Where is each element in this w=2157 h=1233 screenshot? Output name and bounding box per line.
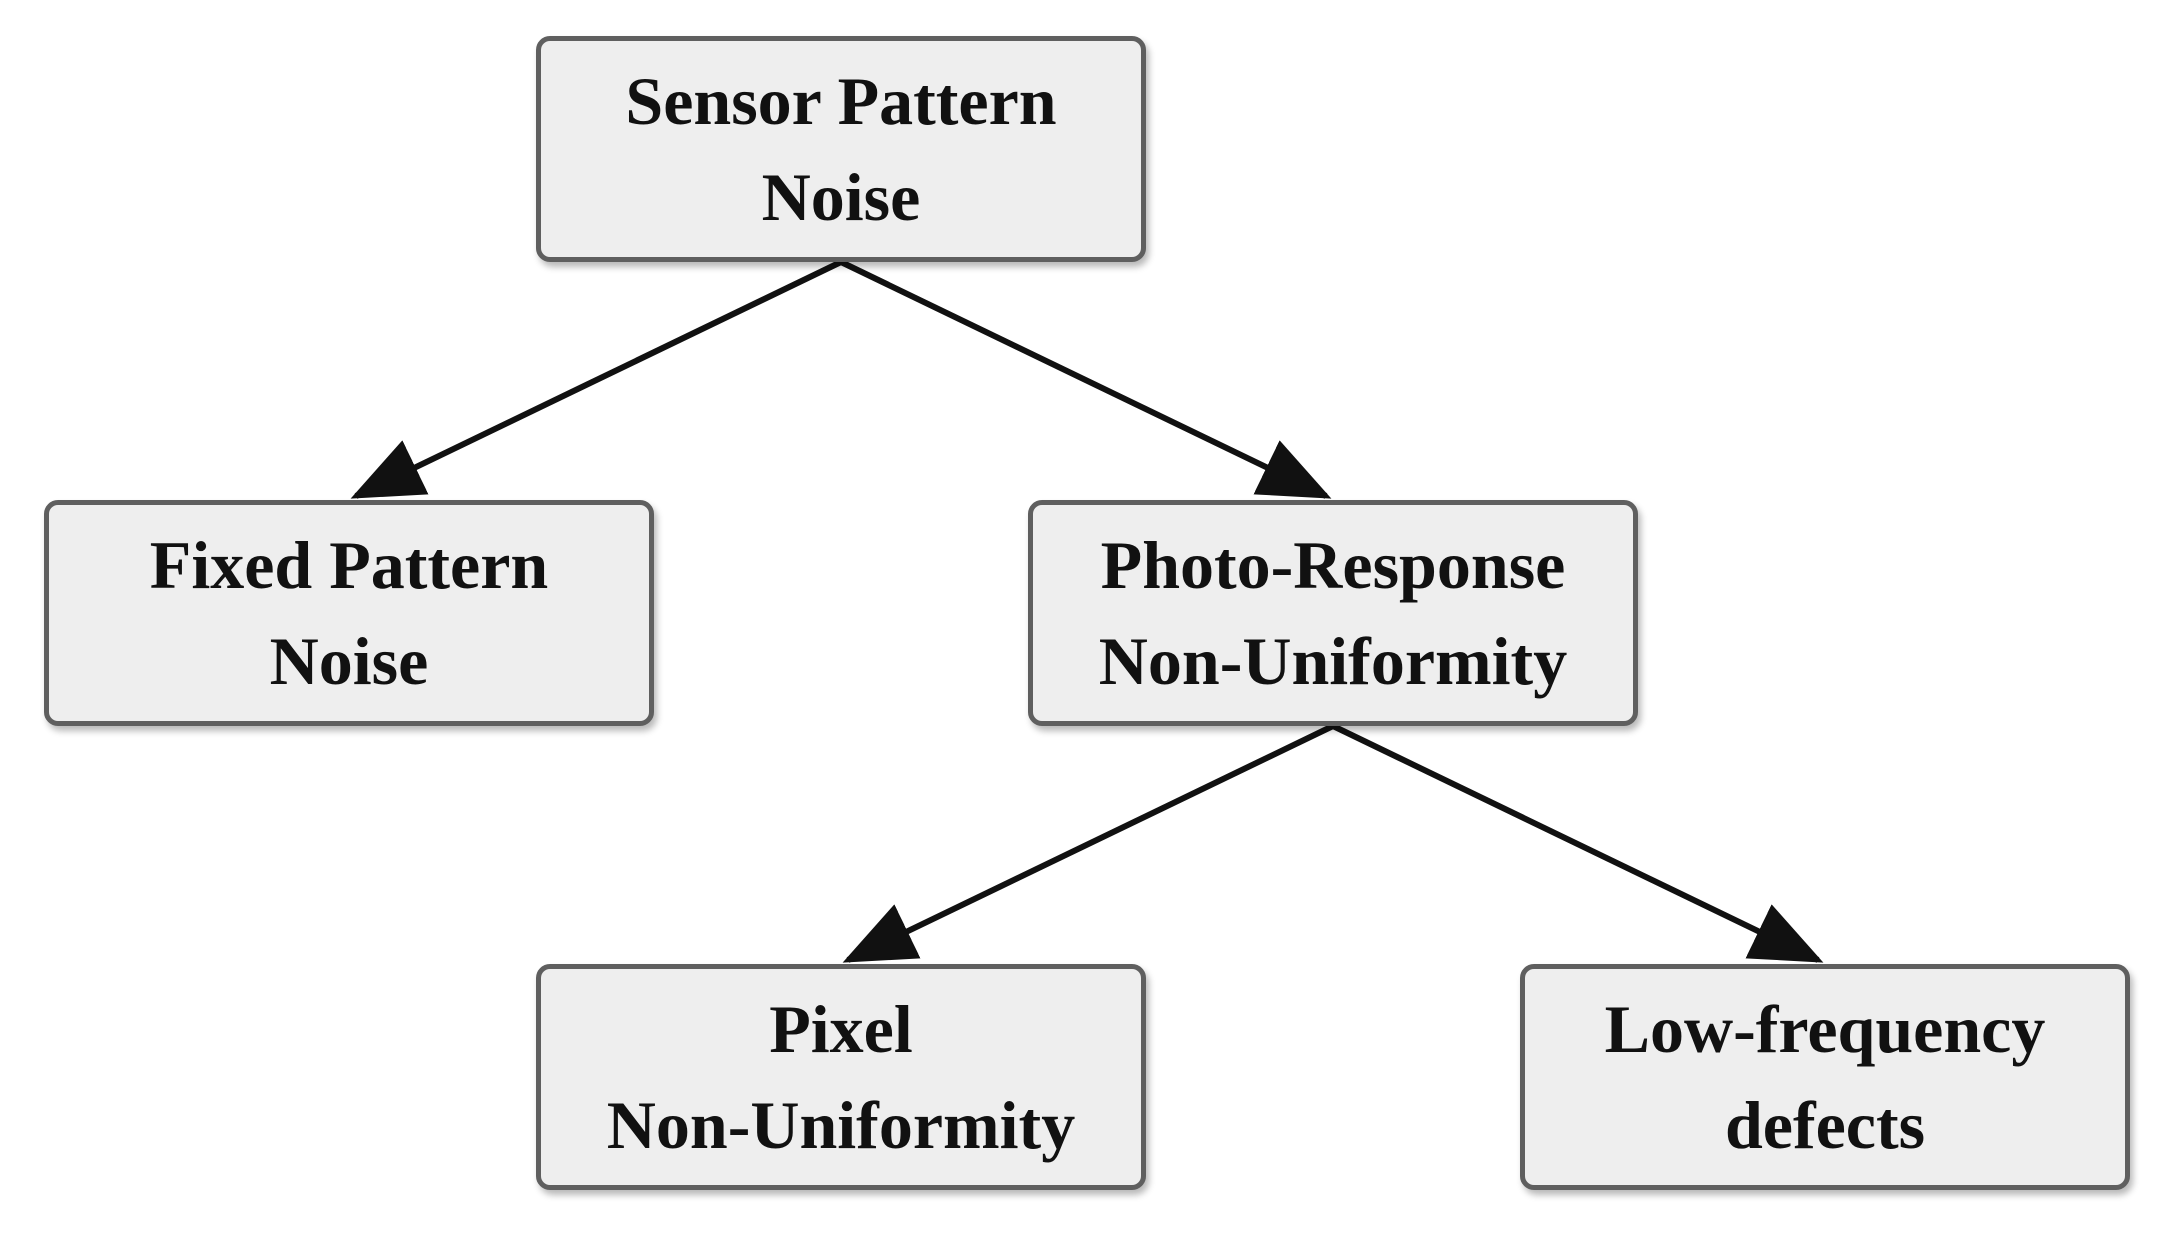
edge-root-to-fpn: [350, 259, 843, 499]
node-pixel-non-uniformity: Pixel Non-Uniformity: [536, 964, 1146, 1190]
node-photo-response-non-uniformity: Photo-Response Non-Uniformity: [1028, 500, 1638, 726]
edge-prnu-to-lfd: [1331, 723, 1824, 963]
node-label-line: Photo-Response: [1100, 527, 1566, 603]
node-label-line: Noise: [761, 159, 921, 235]
node-label-line: Non-Uniformity: [1098, 623, 1568, 699]
node-label-line: Noise: [269, 623, 429, 699]
edge-prnu-to-pnu: [842, 723, 1335, 963]
node-label-line: Non-Uniformity: [606, 1087, 1076, 1163]
node-label-line: defects: [1724, 1087, 1926, 1163]
node-low-frequency-defects: Low-frequency defects: [1520, 964, 2130, 1190]
edge-root-to-prnu: [839, 259, 1332, 499]
node-label-line: Sensor Pattern: [625, 63, 1057, 139]
node-sensor-pattern-noise: Sensor Pattern Noise: [536, 36, 1146, 262]
node-label-line: Pixel: [769, 991, 913, 1067]
node-label-line: Fixed Pattern: [149, 527, 549, 603]
node-label-line: Low-frequency: [1604, 991, 2046, 1067]
node-fixed-pattern-noise: Fixed Pattern Noise: [44, 500, 654, 726]
